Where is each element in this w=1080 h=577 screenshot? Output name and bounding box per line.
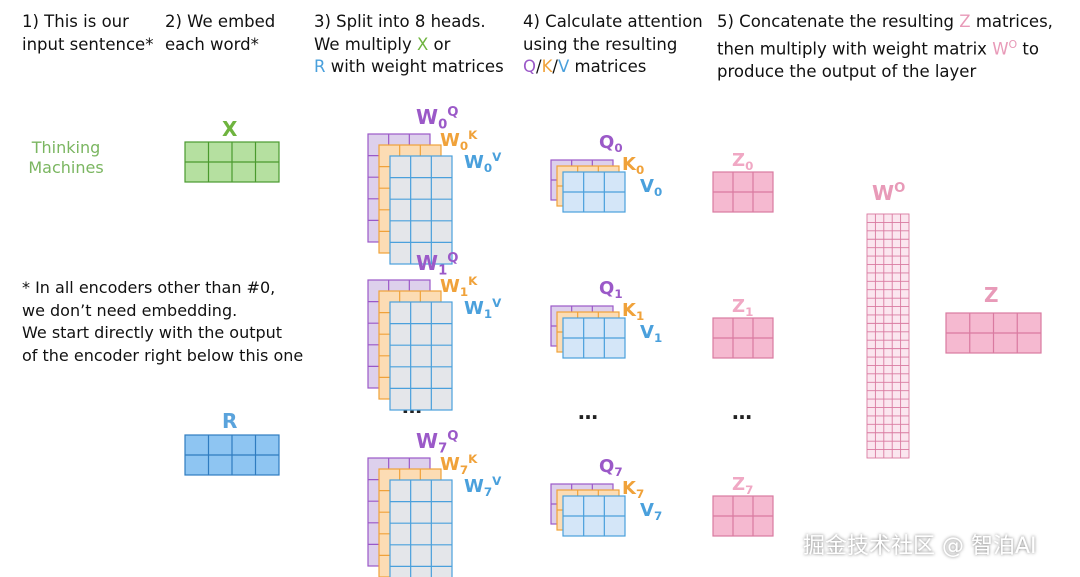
step-4-line2: using the resulting: [523, 34, 678, 54]
x-matrix-lines: [185, 142, 279, 182]
head-7-wv-matrix-lines: [390, 480, 452, 577]
step-5-text-d: to: [1017, 39, 1039, 58]
x-label: X: [222, 117, 238, 141]
step-2-line2: each word*: [165, 34, 259, 54]
step-1-line1: 1) This is our: [22, 12, 129, 31]
step-1-line2: input sentence*: [22, 34, 154, 54]
r-label: R: [222, 409, 237, 433]
step-4-q-ref: Q: [523, 57, 536, 76]
encoder-note: * In all encoders other than #0, we don’…: [22, 277, 303, 367]
head-1-k-label: K1: [622, 300, 644, 323]
head-7-wv-label: W7V: [464, 474, 502, 499]
head-0-v-matrix-lines: [563, 172, 625, 212]
head-7-k-label: K7: [622, 478, 644, 501]
watermark: 掘金技术社区 @ 智泊AI: [803, 534, 1037, 559]
step-5-line1: 5) Concatenate the resulting Z matrices,: [717, 11, 1053, 34]
z-output-matrix-lines: [946, 313, 1041, 353]
head-0-q-label: Q0: [599, 132, 623, 155]
head-0-wv-matrix: [389, 155, 453, 265]
head-1-z-label: Z1: [732, 296, 753, 319]
input-sentence: Thinking Machines: [28, 138, 104, 178]
step-3-caption: 3) Split into 8 heads. We multiply X or …: [314, 11, 504, 79]
head-1-v-label: V1: [640, 322, 662, 345]
step-5-text-a: 5) Concatenate the resulting: [717, 12, 960, 31]
head-0-v-label: V0: [640, 176, 662, 199]
step-3-x-ref: X: [416, 34, 429, 54]
step-4-line1: 4) Calculate attention: [523, 12, 703, 31]
r-matrix-lines: [185, 435, 279, 475]
step-3-text-or: or: [428, 34, 451, 54]
head-0-wv-label: W0V: [464, 150, 502, 175]
z-output-label: Z: [984, 283, 999, 307]
step-5-text-c: then multiply with weight matrix: [717, 39, 993, 58]
head-7-z-matrix-lines: [713, 496, 773, 536]
word-machines: Machines: [28, 158, 104, 177]
head-7-wv-matrix: [389, 479, 453, 577]
step-4-caption: 4) Calculate attention using the resulti…: [523, 11, 703, 79]
step-4-slash-2: /: [552, 57, 558, 76]
step-5-line3: produce the output of the layer: [717, 61, 977, 81]
wo-matrix: [866, 213, 910, 459]
head-0-wk-label: W0K: [440, 128, 478, 153]
step-3-line1: 3) Split into 8 heads.: [314, 12, 486, 31]
head-7-z-label: Z7: [732, 474, 753, 497]
head-1-wv-matrix-lines: [390, 302, 452, 410]
step-5-wo-sup: O: [1008, 37, 1018, 51]
head-0-wv-matrix-lines: [390, 156, 452, 264]
heads-ellipsis-z: …: [732, 400, 753, 424]
head-7-v-label: V7: [640, 500, 662, 523]
step-5-wo-ref: W: [992, 39, 1009, 58]
step-1-caption: 1) This is our input sentence*: [22, 11, 153, 56]
step-4-v-ref: V: [557, 57, 570, 76]
step-5-z-ref: Z: [959, 12, 971, 31]
head-1-wv-label: W1V: [464, 296, 502, 321]
step-3-text: We multiply: [314, 34, 417, 54]
head-1-wk-label: W1K: [440, 274, 478, 299]
head-1-q-label: Q1: [599, 278, 623, 301]
head-1-wq-label: W1Q: [416, 251, 458, 278]
head-1-v-matrix-lines: [563, 318, 625, 358]
step-5-caption: 5) Concatenate the resulting Z matrices,…: [717, 11, 1053, 83]
note-line-4: of the encoder right below this one: [22, 345, 304, 365]
step-3-text-weights: with weight matrices: [325, 57, 504, 76]
head-7-wq-label: W7Q: [416, 429, 458, 456]
head-0-wq-label: W0Q: [416, 105, 458, 132]
step-3-line3: R with weight matrices: [314, 56, 504, 79]
head-0-z-label: Z0: [732, 150, 753, 173]
step-5-text-b: matrices,: [970, 12, 1053, 31]
note-line-3: We start directly with the output: [22, 323, 283, 342]
head-1-z-matrix-lines: [713, 318, 773, 358]
head-0-z-matrix-lines: [713, 172, 773, 212]
head-7-q-label: Q7: [599, 456, 623, 479]
head-7-wk-label: W7K: [440, 452, 478, 477]
heads-ellipsis-qkv: …: [578, 400, 599, 424]
step-2-line1: 2) We embed: [165, 12, 276, 31]
note-line-1: * In all encoders other than #0,: [22, 278, 276, 297]
note-line-2: we don’t need embedding.: [22, 300, 238, 320]
step-3-r-ref: R: [314, 57, 326, 76]
step-4-k-ref: K: [541, 57, 553, 76]
step-2-caption: 2) We embed each word*: [165, 11, 275, 56]
word-thinking: Thinking: [31, 138, 101, 157]
step-3-line2: We multiply X or: [314, 34, 504, 57]
step-5-line2: then multiply with weight matrix WO to: [717, 34, 1053, 61]
step-4-slash-1: /: [536, 57, 542, 76]
wo-label: WO: [872, 181, 905, 205]
step-4-text-matrices: matrices: [569, 57, 647, 76]
head-0-k-label: K0: [622, 154, 644, 177]
head-1-wv-matrix: [389, 301, 453, 411]
wo-matrix-lines: [867, 214, 909, 458]
head-7-v-matrix-lines: [563, 496, 625, 536]
step-4-line3: Q/K/V matrices: [523, 56, 703, 79]
